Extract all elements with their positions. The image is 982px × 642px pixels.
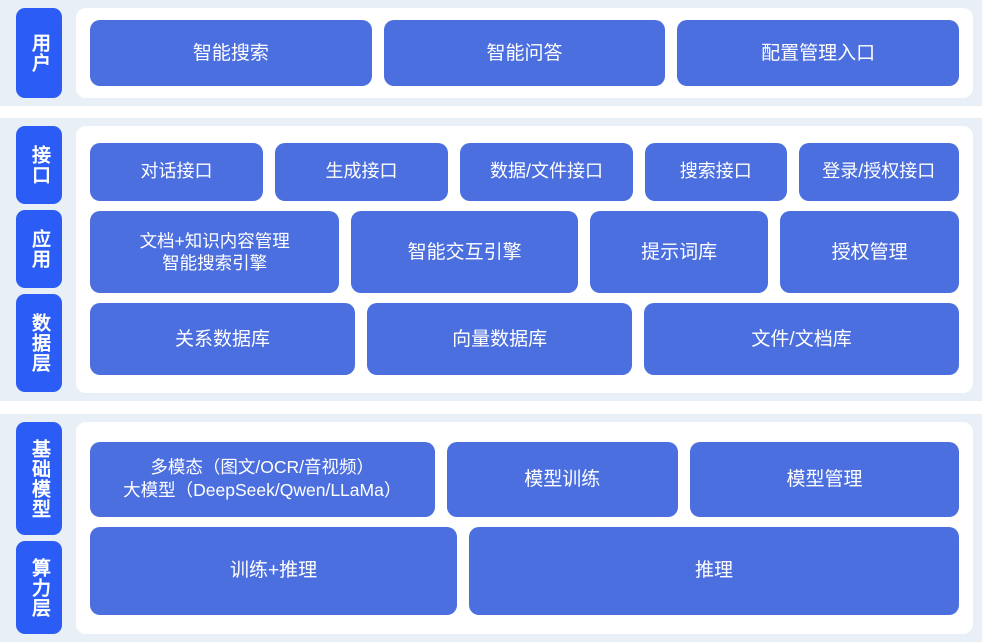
layer-label-interface: 接口: [16, 126, 62, 205]
box-generation-api[interactable]: 生成接口: [274, 143, 448, 202]
row-compute: 训练+推理 推理: [90, 526, 959, 615]
box-intelligent-search[interactable]: 智能搜索: [90, 20, 372, 87]
box-authorization-management[interactable]: 授权管理: [780, 211, 959, 294]
row-interface: 对话接口 生成接口 数据/文件接口 搜索接口 登录/授权接口: [90, 143, 959, 202]
box-model-management[interactable]: 模型管理: [689, 441, 959, 517]
band-user: 用户 智能搜索 智能问答 配置管理入口: [0, 0, 982, 107]
band-separator-2: [0, 400, 982, 407]
row-application: 文档+知识内容管理 智能搜索引擎 智能交互引擎 提示词库 授权管理: [90, 211, 959, 294]
layer-label-user: 用户: [16, 8, 62, 99]
box-login-auth-api[interactable]: 登录/授权接口: [798, 143, 959, 202]
layer-label-foundation-model: 基础模型: [16, 422, 62, 536]
panel-middle: 对话接口 生成接口 数据/文件接口 搜索接口 登录/授权接口 文档+知识内容管理…: [76, 126, 973, 393]
box-multimodal-large-model[interactable]: 多模态（图文/OCR/音视频） 大模型（DeepSeek/Qwen/LLaMa）: [90, 441, 435, 517]
box-dialogue-api[interactable]: 对话接口: [90, 143, 263, 202]
panel-infra: 多模态（图文/OCR/音视频） 大模型（DeepSeek/Qwen/LLaMa）…: [76, 422, 973, 634]
box-inference[interactable]: 推理: [469, 526, 959, 615]
box-model-training[interactable]: 模型训练: [446, 441, 678, 517]
box-data-file-api[interactable]: 数据/文件接口: [459, 143, 633, 202]
box-intelligent-qa[interactable]: 智能问答: [383, 20, 666, 87]
box-search-api[interactable]: 搜索接口: [644, 143, 787, 202]
box-file-document-store[interactable]: 文件/文档库: [644, 303, 959, 376]
box-config-management-entry[interactable]: 配置管理入口: [677, 20, 960, 87]
layer-label-application: 应用: [16, 210, 62, 289]
band-separator-1: [0, 106, 982, 113]
box-training-plus-inference[interactable]: 训练+推理: [90, 526, 458, 615]
panel-user: 智能搜索 智能问答 配置管理入口: [76, 8, 973, 99]
band-infra: 基础模型 算力层 多模态（图文/OCR/音视频） 大模型（DeepSeek/Qw…: [0, 414, 982, 642]
row-user: 智能搜索 智能问答 配置管理入口: [90, 20, 960, 87]
box-doc-knowledge-management[interactable]: 文档+知识内容管理 智能搜索引擎: [90, 211, 340, 294]
box-relational-database[interactable]: 关系数据库: [90, 303, 356, 376]
box-intelligent-interaction-engine[interactable]: 智能交互引擎: [351, 211, 578, 294]
layer-label-compute: 算力层: [16, 541, 62, 634]
row-data: 关系数据库 向量数据库 文件/文档库: [90, 303, 959, 376]
label-column-middle: 接口 应用 数据层: [16, 126, 62, 393]
band-middle: 接口 应用 数据层 对话接口 生成接口 数据/文件接口 搜索接口 登录/授权接口…: [0, 118, 982, 401]
box-vector-database[interactable]: 向量数据库: [367, 303, 633, 376]
row-foundation-model: 多模态（图文/OCR/音视频） 大模型（DeepSeek/Qwen/LLaMa）…: [90, 441, 959, 517]
label-column-infra: 基础模型 算力层: [16, 422, 62, 634]
layer-label-data: 数据层: [16, 294, 62, 393]
box-prompt-library[interactable]: 提示词库: [589, 211, 769, 294]
label-column-user: 用户: [16, 8, 62, 99]
